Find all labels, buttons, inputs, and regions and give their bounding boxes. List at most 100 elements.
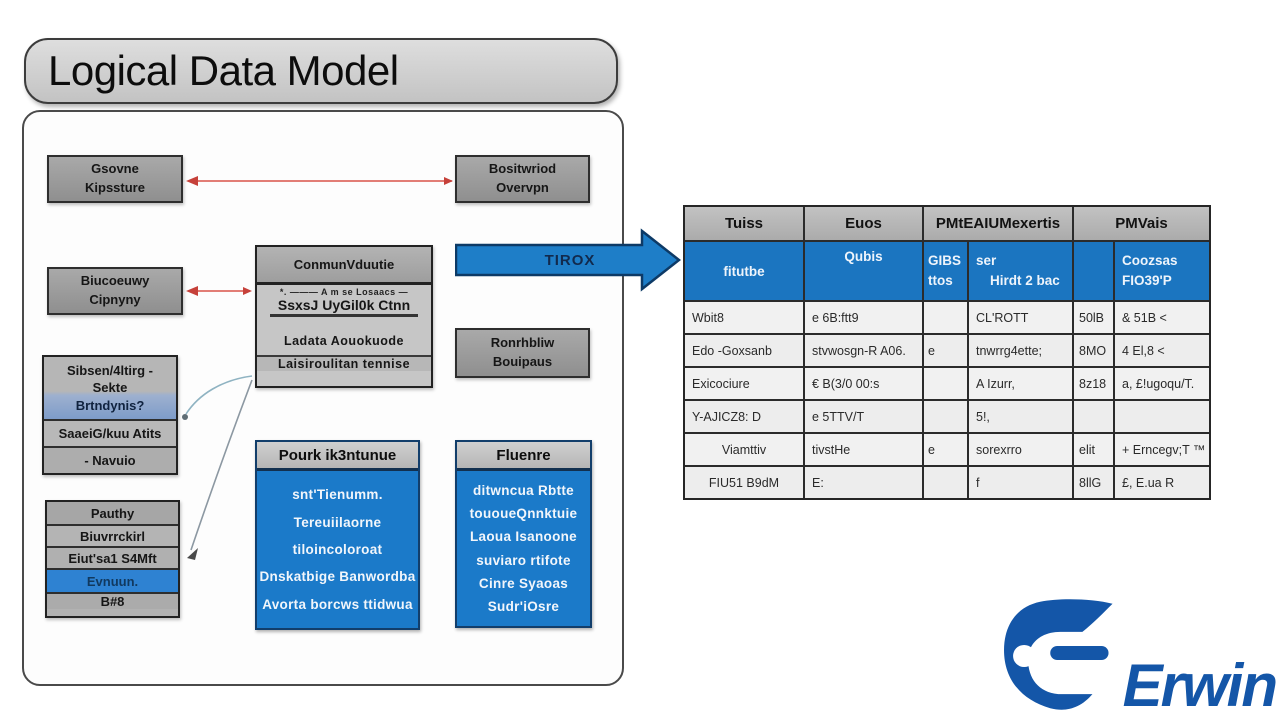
communique-row-3: Laisiroulitan tennise [257,357,431,371]
entity-box-4: Ronrhbliw Bouipaus [455,328,590,378]
list-item: tiloincoloroat [292,541,383,557]
table-cell: tivstHe [805,434,924,465]
subsystem-row-1-line1: Sibsen/4ltirg - [67,362,153,378]
fluent-header: Fluenre [457,442,590,471]
table-subheader-cell: Qubis [805,242,924,300]
entity-box-3-line1: Biucoeuwy [80,273,150,289]
table-cell: Exicociure [685,368,805,399]
communique-row-2: Ladata Aouokuode [257,327,431,357]
particulars-box: Pourk ik3ntunue snt'Tienumm. Tereuiilaorn… [255,440,420,630]
table-subheader-cell: fitutbe [685,242,805,300]
table-cell: e [924,335,969,366]
table-cell: + Erncegv;T ™ [1122,442,1206,457]
entity-box-3-line2: Cipnyny [89,292,141,307]
tirox-arrow: TIROX [454,228,682,292]
list-item: snt'Tienumm. [292,487,383,503]
communique-row-1: *. ——— A m se Losaacs — SsxsJ UyGil0k Ct… [257,285,431,327]
particulars-header: Pourk ik3ntunue [257,442,418,471]
table-cell [924,302,969,333]
table-cell [924,368,969,399]
table-cell: e [924,434,969,465]
list-item: Avorta borcws ttidwua [262,596,413,612]
table-header-row: Tuiss Euos PMtEAIUMexertis PMVais [685,207,1209,242]
table-cell: Viamttiv [685,434,805,465]
party-header-label: Pauthy [90,505,135,521]
table-cell: a, £!ugoqu/T. [1122,376,1195,391]
communique-box: ConmunVduutie *. ——— A m se Losaacs — Ss… [255,245,433,388]
party-box: Pauthy Biuvrrckirl Eiut'sa1 S4Mft Evnuun… [45,500,180,618]
list-item: Sudr'iOsre [487,598,560,614]
table-cell: & 51B < [1122,310,1167,325]
list-item: Laoua Isanoone [470,529,577,545]
list-item: ditwncua Rbtte [473,483,574,499]
table-cell: A Izurr, [969,368,1074,399]
entity-box-2-line2: Overvpn [496,180,549,195]
table-header-cell: PMtEAIUMexertis [924,207,1074,240]
list-item: Cinre Syaoas [478,575,569,591]
party-row-2-label: Eiut'sa1 S4Mft [68,550,157,566]
table-cell: 8z18 [1074,368,1115,399]
party-header: Pauthy [47,502,178,526]
party-row-1-label: Biuvrrckirl [79,528,146,544]
table-header-cell: Euos [805,207,924,240]
table-cell: € B(3/0 00:s [805,368,924,399]
party-row-4: B#8 [47,594,178,609]
table-cell: 50lB [1074,302,1115,333]
subsystem-row-3-label: - Navuio [84,453,136,468]
communique-row-3-label: Laisiroulitan tennise [277,357,411,371]
erwin-logo: Erwin [1000,592,1278,719]
subsystem-row-1: Sibsen/4ltirg - Sekte Brtndynis? [44,357,176,421]
subsystem-row-1-line3: Brtndynis? [75,397,145,413]
table-cell [1074,401,1115,432]
table-cell: Y-AJICZ8: D [685,401,805,432]
table-cell: elit [1074,434,1115,465]
entity-box-1: Gsovne Kipssture [47,155,183,203]
erwin-logo-text: Erwin [1122,652,1278,719]
subsystem-row-2: SaaeiG/kuu Atits [44,421,176,448]
list-item: Tereuiilaorne [293,514,382,530]
communique-header: ConmunVduutie [257,247,431,285]
table-cell: 8MO [1074,335,1115,366]
communique-note: *. ——— A m se Losaacs — [279,287,409,297]
table-cell: e 5TTV/T [805,401,924,432]
table-cell: Wbit8 [685,302,805,333]
entity-box-4-line2: Bouipaus [492,354,553,369]
subsystem-box: Sibsen/4ltirg - Sekte Brtndynis? SaaeiG/… [42,355,178,475]
table-subheader-cell: GIBS ttos [924,242,969,300]
table-subheader-cell: Coozsas FIO39'P [1122,252,1178,288]
party-row-2: Eiut'sa1 S4Mft [47,548,178,570]
list-item: tououeQnnktuie [469,506,578,522]
table-cell: £, E.ua R [1122,475,1175,490]
entity-box-4-line1: Ronrhbliw [490,335,555,351]
table-cell: sorexrro [969,434,1074,465]
table-row: Exicociure€ B(3/0 00:s A Izurr,8z18 a, £!u… [685,368,1209,401]
page-title: Logical Data Model [48,47,399,94]
fluent-header-label: Fluenre [496,446,551,464]
subsystem-row-3: - Navuio [44,448,176,473]
table-cell: Edo -Goxsanb [685,335,805,366]
table-subheader-cell: ser Hirdt 2 bac [969,242,1074,300]
entity-box-2: Bositwriod Overvpn [455,155,590,203]
entity-box-2-line1: Bositwriod [488,161,557,177]
erwin-logo-icon [1004,599,1113,710]
table-cell: CL'ROTT [969,302,1074,333]
table-header-cell: Tuiss [685,207,805,240]
party-row-3-label: Evnuun. [86,573,139,589]
entity-box-1-line1: Gsovne [91,161,139,177]
tirox-arrow-label: TIROX [544,251,596,269]
data-table: Tuiss Euos PMtEAIUMexertis PMVais fitutb… [683,205,1211,500]
table-cell: f [969,467,1074,498]
table-cell: tnwrrg4ette; [969,335,1074,366]
table-subheader-cell [1074,242,1115,300]
table-cell: FIU51 B9dM [685,467,805,498]
table-cell: 8llG [1074,467,1115,498]
communique-row-2-label: Ladata Aouokuode [283,334,405,348]
